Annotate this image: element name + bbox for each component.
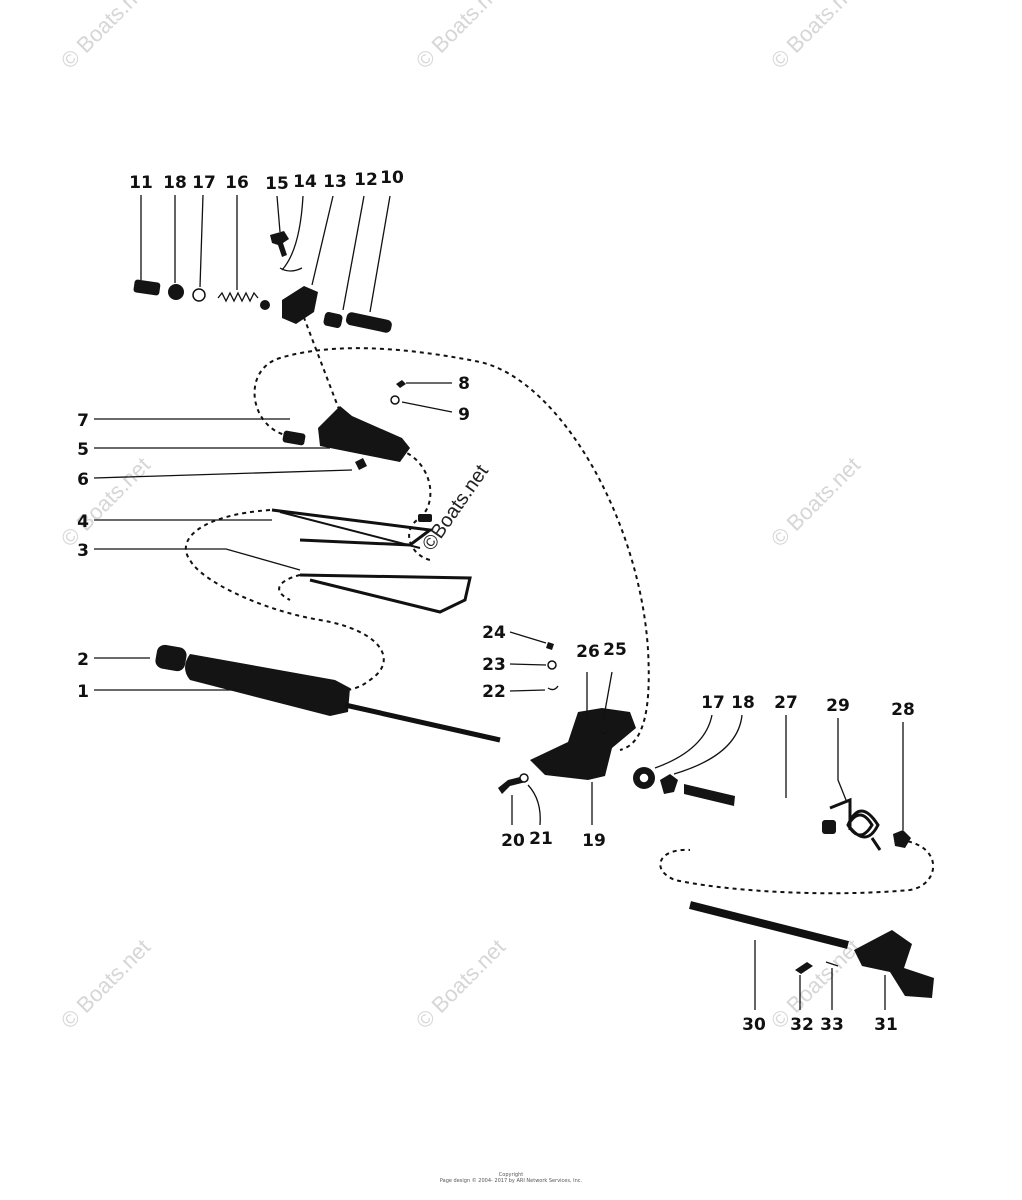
assembly-dashed-lines [184,301,935,895]
part-33-pin [825,961,839,967]
callout-17: 17 [192,173,216,193]
part-4-cable-detail [279,511,421,549]
callout-29: 29 [826,696,850,716]
part-27-bushing [822,820,836,834]
part-15-screw [270,231,289,257]
watermark: © Boats.net [766,934,865,1033]
shaft-stub [684,784,735,806]
part-17-washer [192,288,206,302]
part-30-shaft [689,901,849,949]
callout-27: 27 [774,693,798,713]
callout-21: 21 [529,829,553,849]
watermark: © Boats.net [766,452,865,551]
callout-23: 23 [482,655,506,675]
callout-14: 14 [293,172,317,192]
callout-9: 9 [458,405,470,425]
part-28-clip [893,830,911,848]
part-29-spring [829,797,882,851]
part-31-lever [854,930,934,998]
callout-24: 24 [482,623,506,643]
watermark: © Boats.net [411,934,510,1033]
part-13-housing [282,286,318,324]
footer-line-2: Page design © 2004- 2017 by ARI Network … [439,1178,583,1184]
callout-5: 5 [77,440,89,460]
callout-16: 16 [225,173,249,193]
callout-26: 26 [576,642,600,662]
callout-18: 18 [163,173,187,193]
callout-7: 7 [77,411,89,431]
part-18-nut [168,284,184,300]
part-26-bolt [582,722,590,732]
callout-33: 33 [820,1015,844,1035]
part-11-sleeve [133,279,161,296]
watermark: © Boats.net [56,452,155,551]
part-1-tiller-handle [185,654,350,716]
part-5-handle-body [318,406,410,462]
callout-1: 1 [77,682,89,702]
footer-line-1: Copyright [498,1172,524,1178]
callout-17b: 17 [701,693,725,713]
part-14-clip [279,267,303,272]
callout-25: 25 [603,640,627,660]
part-3-cable [299,573,472,614]
callout-32: 32 [790,1015,814,1035]
watermark: © Boats.net [766,0,865,74]
part-22-clip [547,685,559,691]
callout-labels: 11 18 17 16 15 14 13 12 10 8 9 7 5 6 4 3… [77,168,915,1035]
callout-22: 22 [482,682,506,702]
part-21-washer [519,773,529,783]
callout-3: 3 [77,541,89,561]
part-4-cable [271,508,434,547]
callout-12: 12 [354,170,378,190]
callout-19: 19 [582,831,606,851]
callout-10: 10 [380,168,404,188]
leader-lines [93,194,904,1010]
part-24-pin [546,642,554,650]
part-6-fitting [355,458,367,470]
callout-18b: 18 [731,693,755,713]
callout-2: 2 [77,650,89,670]
part-7-knob [282,430,306,446]
part-16-spring [217,291,259,303]
part-1-shaft [344,702,501,743]
part-20-screw [498,776,526,794]
part-23-washer [547,660,557,670]
footer-copyright: Copyright Page design © 2004- 2017 by AR… [0,1172,1022,1184]
watermark: © Boats.net [411,0,510,74]
part-8-screw [396,380,406,388]
callout-30: 30 [742,1015,766,1035]
watermark: © Boats.net [56,0,155,74]
part-32-bolt [795,962,813,974]
callout-13: 13 [323,172,347,192]
callout-31: 31 [874,1015,898,1035]
parts [133,231,934,998]
part-17-ring-hole [638,772,650,784]
callout-8: 8 [458,374,470,394]
part-10-pin [345,312,392,333]
part-19-bracket [530,708,636,780]
callout-6: 6 [77,470,89,490]
callout-28: 28 [891,700,915,720]
part-4-end [418,514,432,522]
part-18-clip [660,774,678,794]
callout-15: 15 [265,174,289,194]
callout-20: 20 [501,831,525,851]
callout-4: 4 [77,512,89,532]
part-12-bushing [323,312,343,328]
center-watermark: ©Boats.net [418,461,493,555]
watermark: © Boats.net [56,934,155,1033]
part-2-grip-end [155,644,187,672]
part-16-spring-end [260,300,270,310]
callout-11: 11 [129,173,153,193]
part-25-spring [599,729,609,735]
watermarks: © Boats.net © Boats.net © Boats.net © Bo… [56,0,865,1034]
part-9-washer [390,395,400,405]
